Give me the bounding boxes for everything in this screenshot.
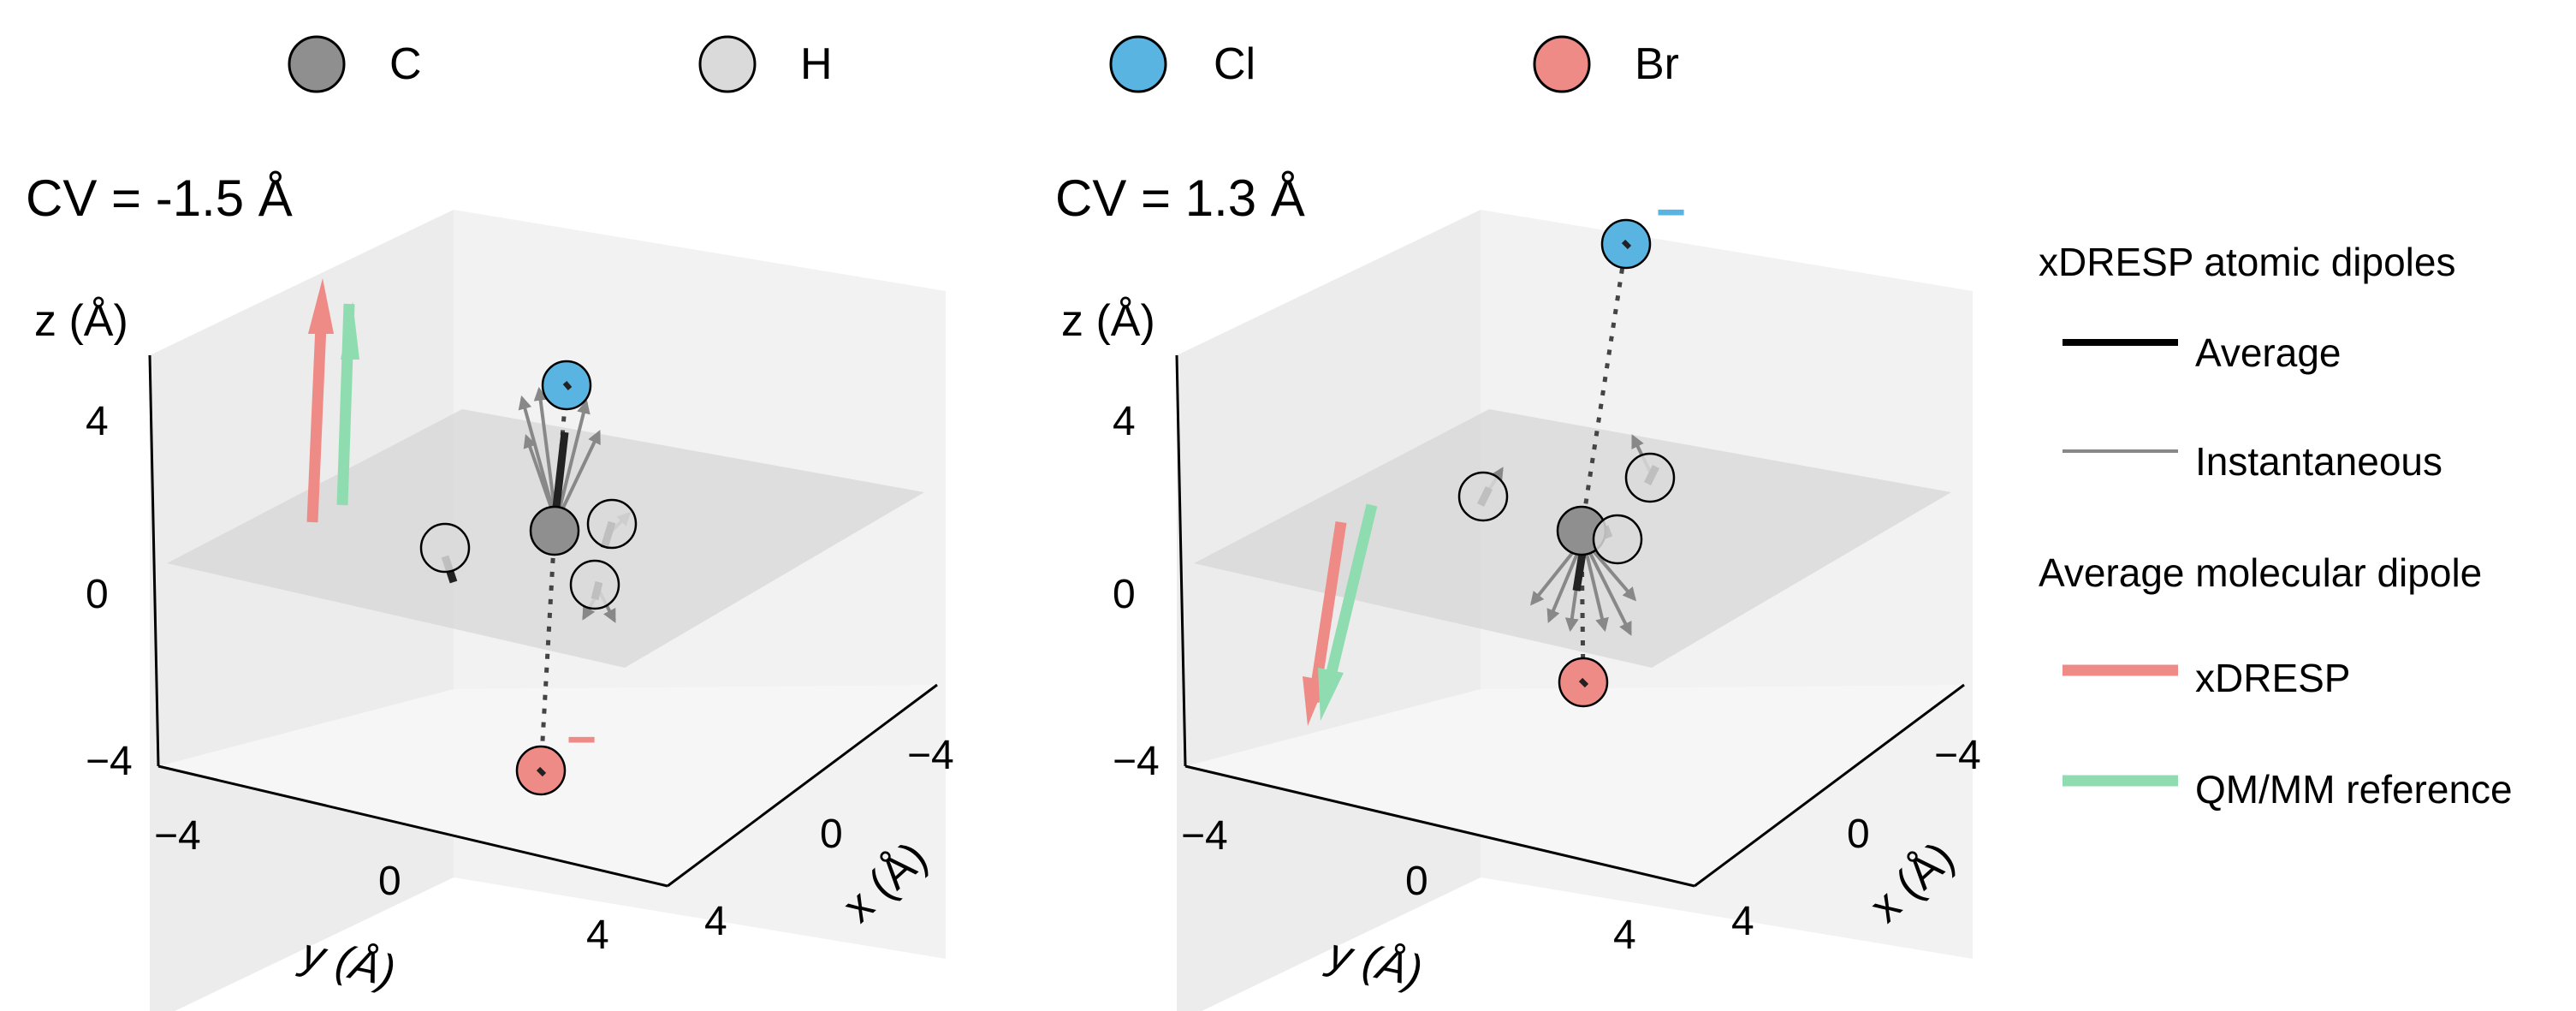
molecular-dipole-reference	[1321, 503, 1378, 695]
molecular-dipole-xdresp	[306, 324, 327, 523]
atom-hydrogen	[419, 522, 471, 574]
axes-floor	[1185, 685, 1964, 886]
molecular-dipole-reference-head	[341, 301, 359, 360]
z-axis-label: z (Å)	[34, 296, 128, 346]
x-tick-mid: 0	[1847, 812, 1870, 857]
atom-hydrogen	[1592, 514, 1643, 565]
charge-marker: −	[1656, 183, 1686, 241]
panel-title: CV = 1.3 Å	[1055, 169, 1305, 227]
legend-swatch-carbon	[288, 35, 346, 93]
legend-label-xdresp: xDRESP	[2195, 656, 2350, 700]
panel-left: CV = -1.5 Å z (Å) y (Å) x (Å) 4 0 −4 −4 …	[26, 169, 954, 1011]
avg-dipole-bromine	[536, 766, 547, 777]
inst-dipole	[555, 430, 601, 523]
y-axis-line	[1184, 764, 1695, 888]
avg-dipole-bromine	[1578, 677, 1589, 688]
atom-carbon	[529, 505, 580, 556]
molecular-dipole-reference-head	[1318, 668, 1344, 721]
y-tick-mid: 0	[1405, 859, 1428, 904]
legend-label-bromine: Br	[1635, 39, 1679, 89]
avg-dipole-chlorine	[1621, 239, 1632, 250]
legend-swatch-bromine	[1533, 35, 1591, 93]
legend-label-chlorine: Cl	[1214, 39, 1255, 89]
charge-marker: −	[567, 711, 597, 768]
y-axis-label: y (Å)	[1322, 928, 1427, 996]
legend-label-carbon: C	[389, 39, 422, 89]
avg-dipole-chlorine	[562, 381, 573, 390]
y-tick-left: −4	[154, 813, 201, 859]
x-tick-near: 4	[1731, 899, 1754, 944]
legend-group-molecular-title: Average molecular dipole	[2039, 550, 2482, 595]
dipole-legend: xDRESP atomic dipoles Average Instantane…	[2039, 240, 2513, 812]
panel-title: CV = -1.5 Å	[26, 169, 293, 227]
x-tick-mid: 0	[820, 812, 843, 857]
legend-label-hydrogen: H	[800, 39, 833, 89]
z-tick-bottom: −4	[1113, 739, 1160, 784]
z-axis-line	[1175, 354, 1187, 767]
z-tick-bottom: −4	[86, 739, 133, 784]
y-tick-right: 4	[586, 913, 609, 958]
x-axis-line	[1694, 683, 1965, 888]
y-axis-label: y (Å)	[295, 928, 400, 996]
legend-label-reference: QM/MM reference	[2195, 767, 2513, 812]
legend-label-instantaneous: Instantaneous	[2195, 439, 2442, 484]
atom-hydrogen	[586, 498, 638, 550]
molecular-dipole-xdresp-head	[308, 278, 334, 334]
atom-legend: C H Cl Br	[288, 35, 1679, 93]
x-axis-line	[667, 683, 938, 888]
z-axis-line	[148, 354, 160, 767]
z-tick-top: 4	[1113, 399, 1136, 444]
atom-hydrogen	[1624, 452, 1676, 503]
z-tick-mid: 0	[86, 572, 109, 617]
y-axis-line	[157, 764, 668, 888]
z-tick-top: 4	[86, 399, 109, 444]
legend-swatch-chlorine	[1109, 35, 1167, 93]
x-tick-near: 4	[704, 899, 727, 944]
legend-group-atomic-title: xDRESP atomic dipoles	[2039, 240, 2455, 284]
inst-dipole	[555, 399, 591, 523]
y-tick-left: −4	[1181, 813, 1228, 859]
y-tick-mid: 0	[378, 859, 401, 904]
x-tick-far: −4	[1934, 733, 1981, 778]
z-tick-mid: 0	[1113, 572, 1136, 617]
inst-dipole	[1582, 538, 1632, 636]
atom-hydrogen	[569, 559, 620, 610]
panel-right: CV = 1.3 Å z (Å) y (Å) x (Å) 4 0 −4 −4 0…	[1055, 169, 1981, 1011]
y-tick-right: 4	[1613, 913, 1636, 958]
x-tick-far: −4	[907, 733, 954, 778]
legend-swatch-hydrogen	[698, 35, 757, 93]
z-axis-label: z (Å)	[1061, 296, 1155, 346]
legend-label-average: Average	[2195, 330, 2342, 375]
atom-hydrogen	[1457, 471, 1509, 522]
